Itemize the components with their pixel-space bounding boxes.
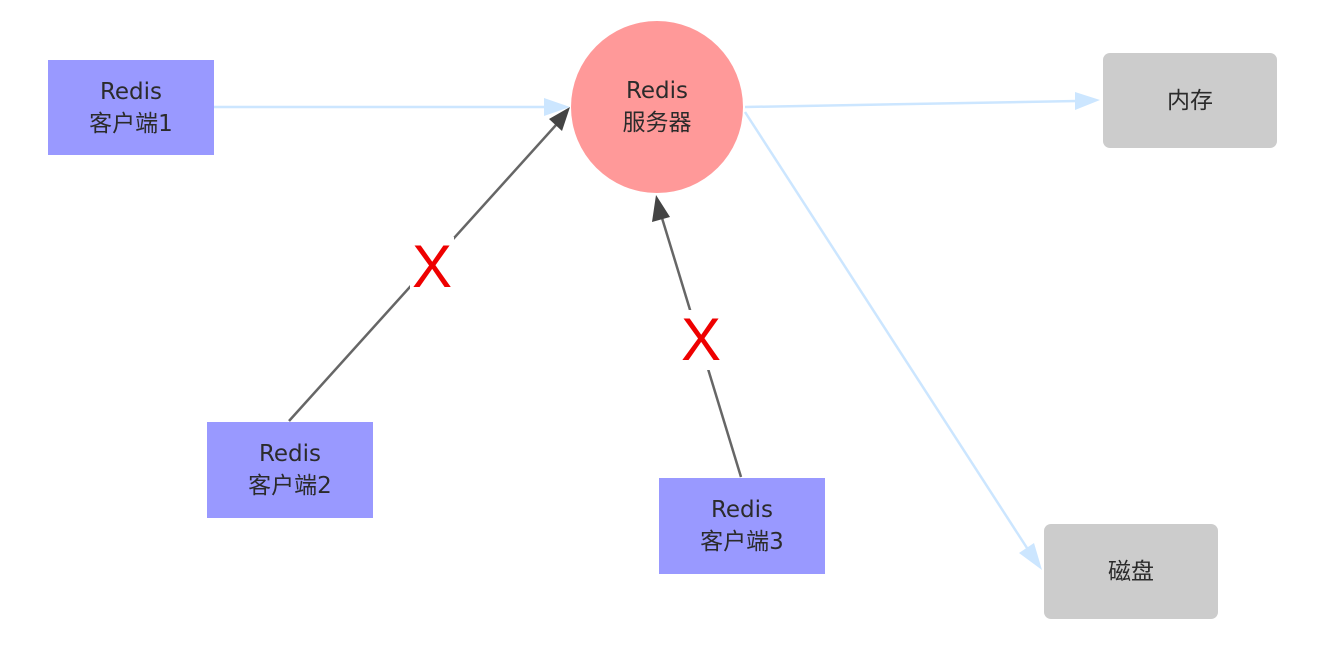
client3-line1: Redis [710, 497, 774, 523]
server-line1: Redis [625, 78, 689, 104]
memory-node: 内存 [1103, 53, 1277, 148]
arrowhead-server-to-memory [1075, 92, 1100, 110]
arrowhead-server-to-disk [1019, 543, 1042, 570]
blocked-mark-client3: X [679, 306, 724, 373]
blocked-mark-client2: X [410, 233, 455, 300]
arrowhead-client2-to-server [549, 107, 570, 131]
arrowhead-client1-to-server [544, 98, 570, 116]
redis-client-1: Redis 客户端1 [48, 60, 214, 155]
client1-line2: 客户端1 [89, 110, 173, 137]
client3-line2: 客户端3 [700, 529, 784, 555]
server-line2: 服务器 [622, 110, 692, 136]
redis-client-2: Redis 客户端2 [207, 422, 373, 518]
disk-node: 磁盘 [1044, 524, 1218, 619]
memory-label: 内存 [1167, 87, 1213, 114]
redis-server: Redis 服务器 [571, 21, 743, 193]
link-server-to-disk [743, 111, 1029, 549]
arrowhead-client3-to-server [652, 195, 670, 222]
link-server-to-memory [744, 99, 1078, 109]
redis-client-3: Redis 客户端3 [659, 478, 825, 574]
client2-line1: Redis [258, 441, 322, 467]
client1-line1: Redis [99, 78, 163, 105]
client2-line2: 客户端2 [248, 473, 332, 499]
disk-label: 磁盘 [1108, 558, 1154, 585]
